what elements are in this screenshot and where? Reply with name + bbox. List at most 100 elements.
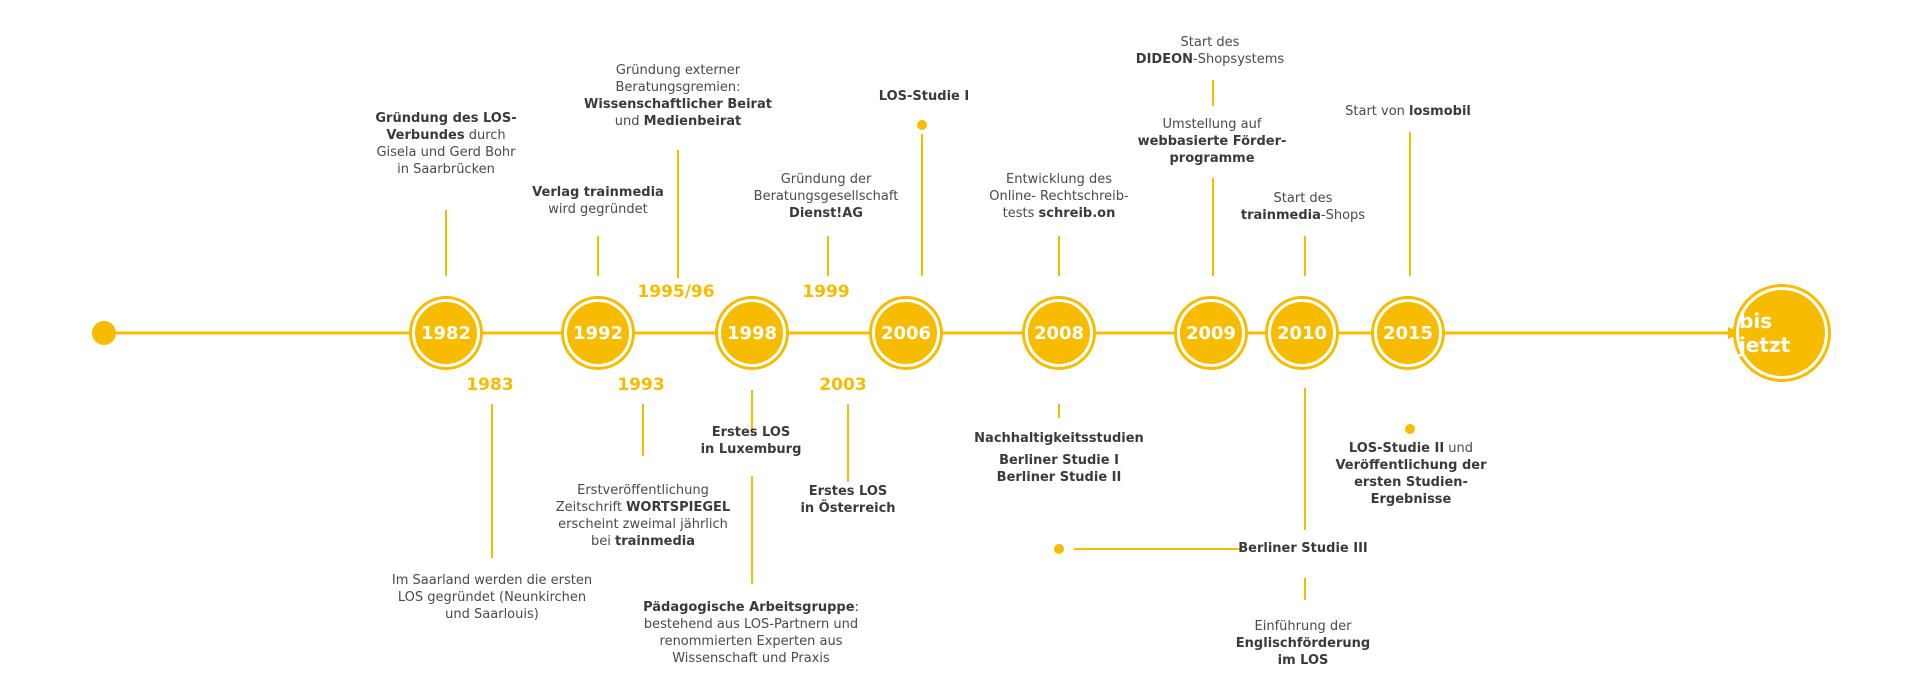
event-line: LOS-Studie II und <box>1335 440 1486 457</box>
year-label-2003: 2003 <box>819 375 867 395</box>
event-text-e2015: Start von losmobil <box>1345 103 1471 120</box>
event-line: Englischförderung <box>1236 635 1370 652</box>
event-line: Veröffentlichung der <box>1335 457 1486 474</box>
event-line: tests schreib.on <box>989 205 1128 222</box>
event-line: Gisela und Gerd Bohr <box>375 144 516 161</box>
event-segment: Zeitschrift <box>555 500 627 515</box>
event-segment: Gründung externer <box>615 63 741 78</box>
event-line: in Saarbrücken <box>375 161 516 178</box>
event-line: Erstveröffentlichung <box>556 482 730 499</box>
event-segment: Umstellung auf <box>1162 117 1262 132</box>
event-line: Umstellung auf <box>1138 116 1287 133</box>
event-segment: LOS-Studie I <box>878 89 970 104</box>
event-line: bei trainmedia <box>556 533 730 550</box>
event-segment: Berliner Studie I <box>999 453 1119 468</box>
event-line: Wissenschaft und Praxis <box>643 650 859 667</box>
year-node-2015: 2015 <box>1374 299 1442 367</box>
event-segment: Erstes LOS <box>711 425 791 440</box>
event-segment: und <box>1444 441 1474 456</box>
event-text-e2009b: Umstellung auf webbasierte Förder-program… <box>1138 116 1287 167</box>
event-line: Start von losmobil <box>1345 103 1471 120</box>
event-line: Gründung externer <box>584 62 772 79</box>
event-line: Start des <box>1241 190 1365 207</box>
event-line: Erstes LOS <box>800 483 895 500</box>
event-segment: Erstveröffentlichung <box>577 483 709 498</box>
event-segment: und Saarlouis) <box>445 607 539 622</box>
event-segment: -Shops <box>1320 208 1366 223</box>
event-line: Gründung der <box>754 171 899 188</box>
year-label-1993: 1993 <box>617 375 665 395</box>
event-line: Entwicklung des <box>989 171 1128 188</box>
event-segment: Berliner Studie II <box>996 470 1122 485</box>
event-segment: in Luxemburg <box>700 442 802 457</box>
event-line: renommierten Experten aus <box>643 633 859 650</box>
event-line: Zeitschrift WORTSPIEGEL <box>556 499 730 516</box>
event-line: wird gegründet <box>532 201 664 218</box>
event-segment: Berliner Studie III <box>1238 541 1368 556</box>
event-line: im LOS <box>1236 652 1370 669</box>
event-segment: Einführung der <box>1254 619 1352 634</box>
event-segment: Veröffentlichung der <box>1335 458 1487 473</box>
event-line: DIDEON-Shopsystems <box>1136 51 1284 68</box>
event-segment: webbasierte Förder- <box>1137 134 1287 149</box>
event-segment: Englischförderung <box>1235 636 1371 651</box>
event-line: Berliner Studie I <box>997 452 1122 469</box>
event-segment: Start von <box>1345 104 1410 119</box>
event-text-e2008c: Berliner Studie I Berliner Studie II <box>997 452 1122 486</box>
event-line: Wissenschaftlicher Beirat <box>584 96 772 113</box>
event-segment: losmobil <box>1409 104 1471 119</box>
event-line: LOS gegründet (Neunkirchen <box>392 589 592 606</box>
event-line: trainmedia-Shops <box>1241 207 1365 224</box>
event-line: und Saarlouis) <box>392 606 592 623</box>
event-line: bestehend aus LOS-Partnern und <box>643 616 859 633</box>
event-segment: Beratungsgesellschaft <box>753 189 899 204</box>
event-segment: trainmedia <box>614 534 696 549</box>
event-segment: ersten Studien- <box>1354 475 1468 490</box>
event-segment: Im Saarland werden die ersten <box>391 573 593 588</box>
year-node-2009: 2009 <box>1177 299 1245 367</box>
event-segment: Wissenschaft und Praxis <box>672 651 830 666</box>
event-segment: Start des <box>1273 191 1333 206</box>
event-segment: Verbundes <box>386 128 465 143</box>
event-segment: wird gegründet <box>548 202 648 217</box>
event-segment: LOS-Studie II <box>1348 441 1445 456</box>
event-dot <box>917 120 927 130</box>
event-line: Verbundes durch <box>375 127 516 144</box>
event-segment: bestehend aus LOS-Partnern und <box>643 617 859 632</box>
event-line: Nachhaltigkeitsstudien <box>974 430 1144 447</box>
year-label-1983: 1983 <box>466 375 514 395</box>
event-line: Start des <box>1136 34 1284 51</box>
timeline-arrow <box>1728 327 1742 339</box>
event-segment: LOS gegründet (Neunkirchen <box>397 590 587 605</box>
event-line: webbasierte Förder- <box>1138 133 1287 150</box>
event-segment: Ergebnisse <box>1370 492 1452 507</box>
event-dot <box>1054 544 1064 554</box>
event-line: programme <box>1138 150 1287 167</box>
event-segment: bei <box>590 534 615 549</box>
event-segment: Verlag trainmedia <box>532 185 664 200</box>
year-label-1999: 1999 <box>802 282 850 302</box>
event-line: Berliner Studie III <box>1238 540 1368 557</box>
event-line: Pädagogische Arbeitsgruppe: <box>643 599 859 616</box>
event-segment: im LOS <box>1277 653 1329 668</box>
year-node-2008: 2008 <box>1025 299 1093 367</box>
year-label-1995: 1995/96 <box>637 282 715 302</box>
event-segment: in Österreich <box>800 501 896 516</box>
event-segment: -Shopsystems <box>1193 52 1285 67</box>
event-line: in Luxemburg <box>701 441 802 458</box>
event-segment: durch <box>464 128 506 143</box>
event-segment: in Saarbrücken <box>397 162 495 177</box>
event-segment: und <box>614 114 644 129</box>
event-text-e1992: Verlag trainmedia wird gegründet <box>532 184 664 218</box>
event-text-e2006: LOS-Studie I <box>879 88 969 105</box>
event-segment: Start des <box>1180 35 1240 50</box>
event-line: Online- Rechtschreib- <box>989 188 1128 205</box>
